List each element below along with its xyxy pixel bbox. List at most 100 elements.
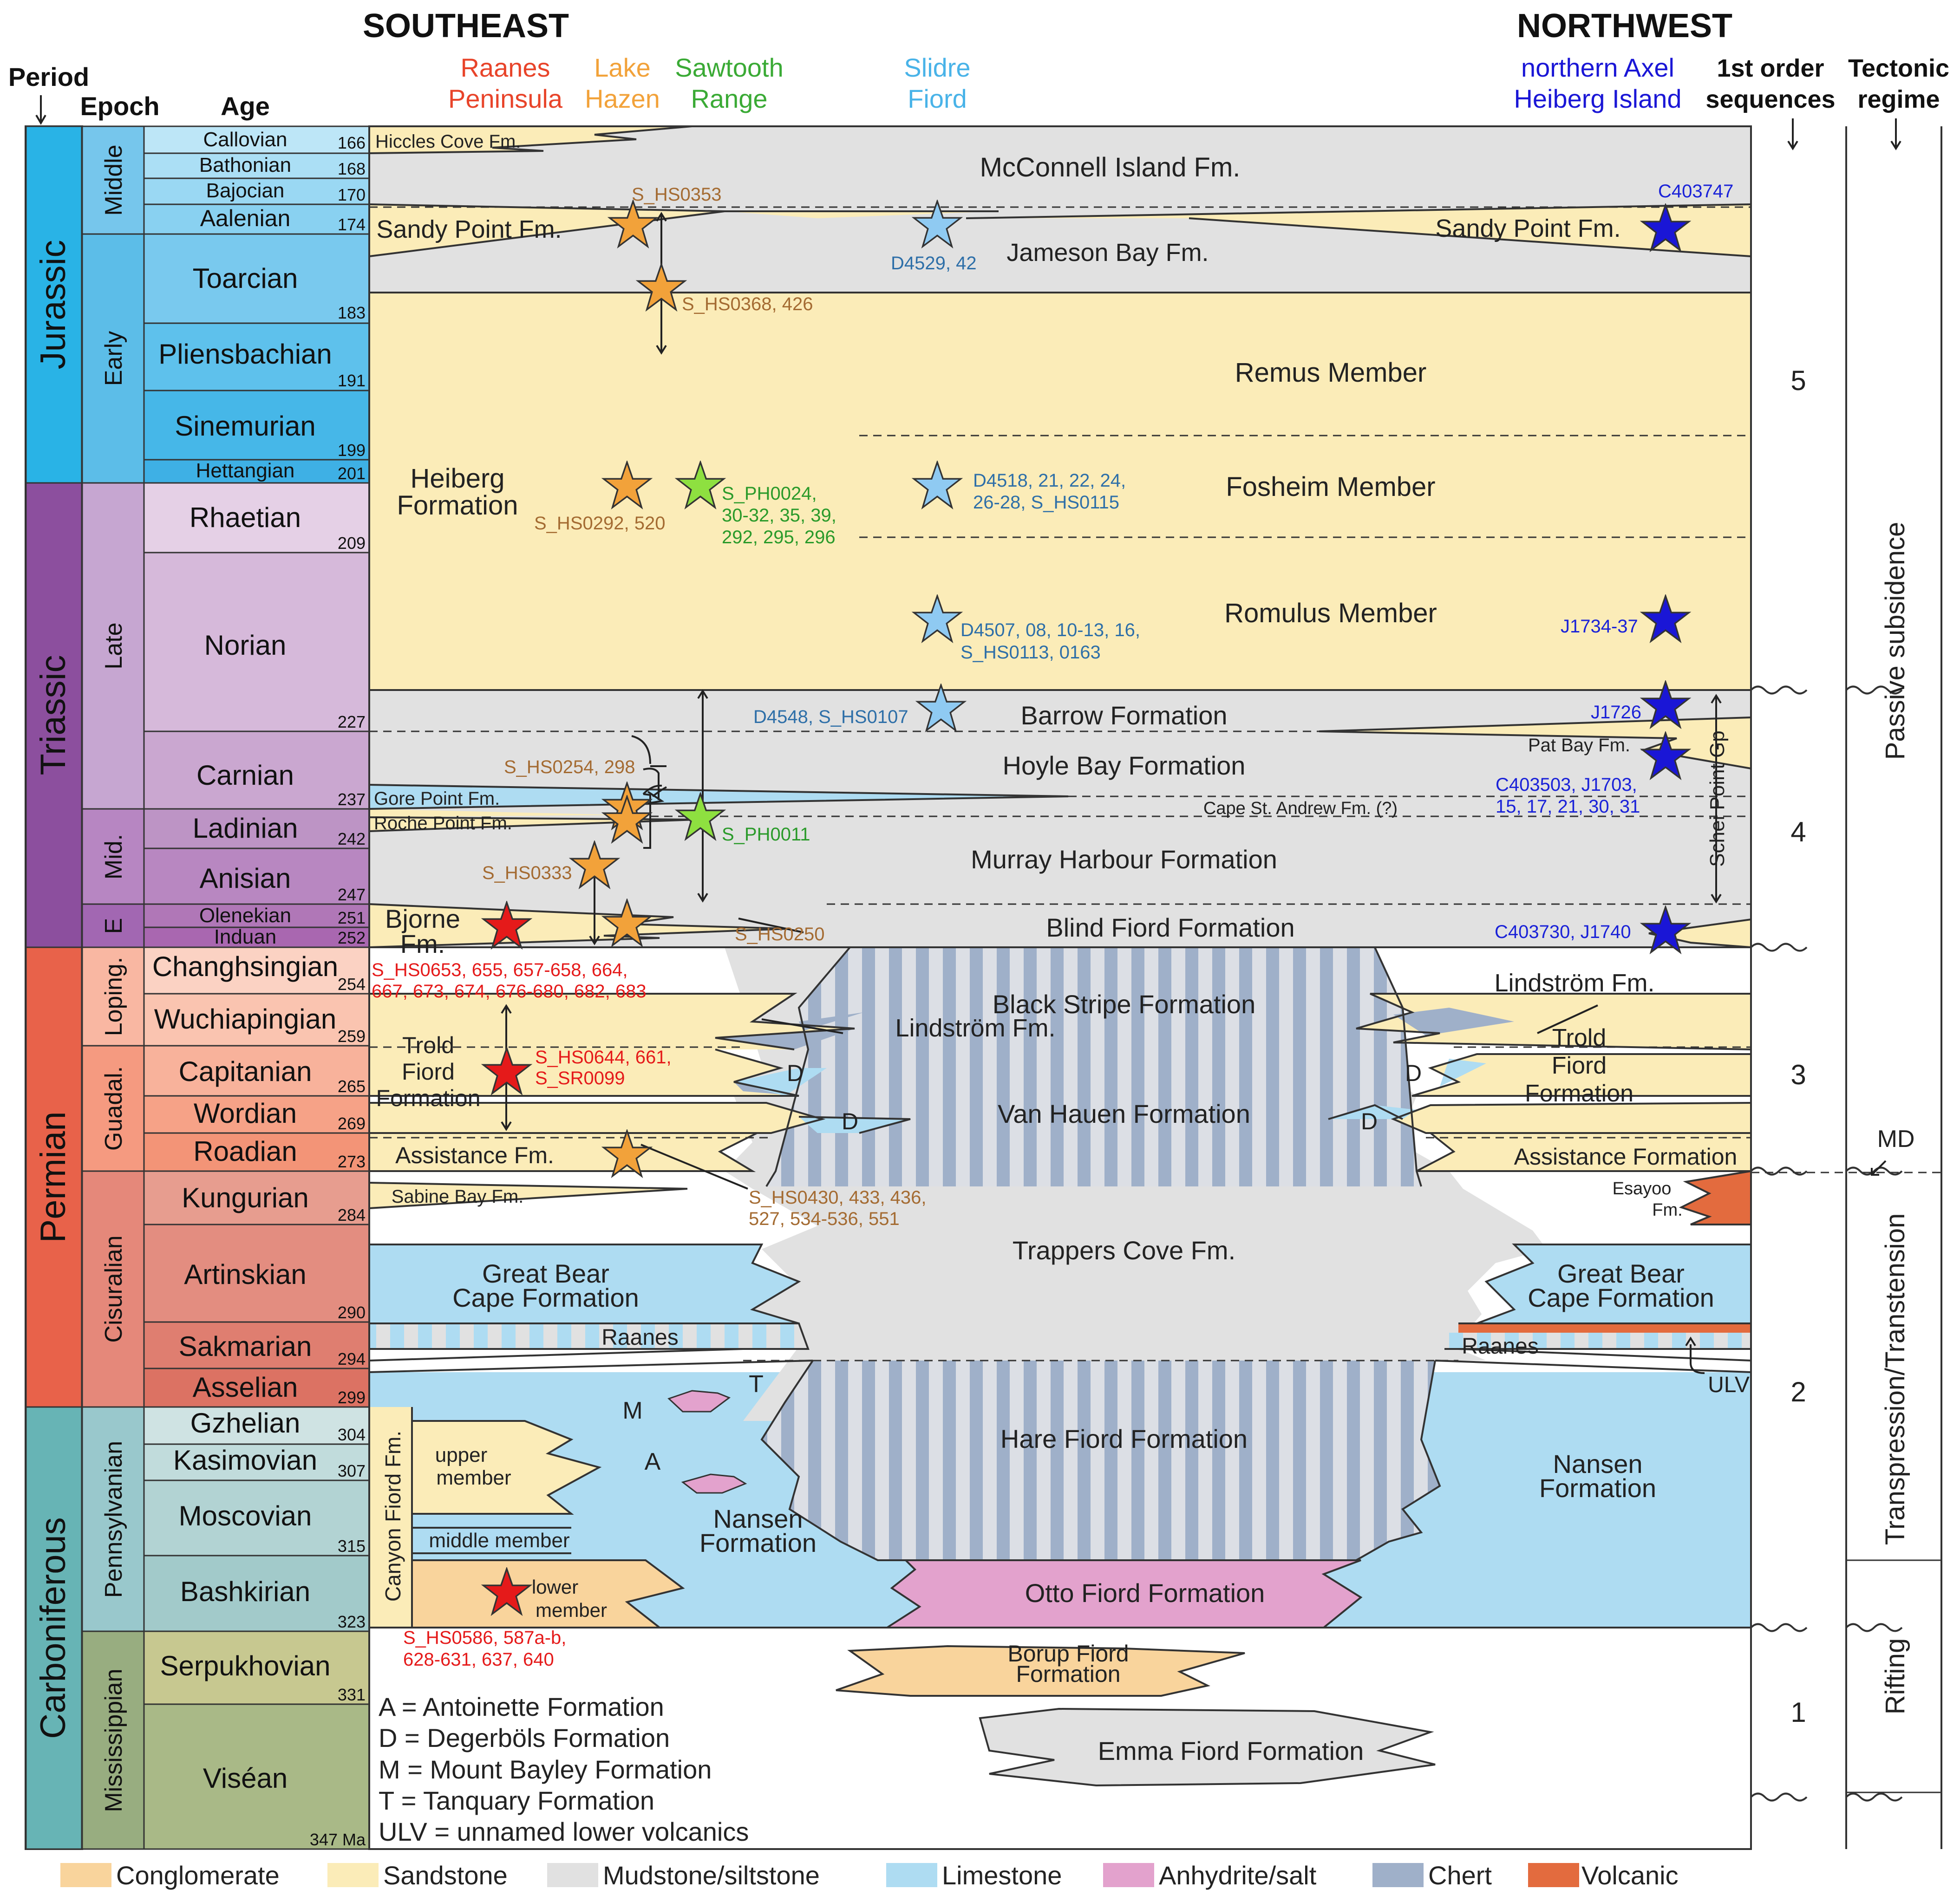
age-number: 183 xyxy=(338,303,366,322)
formation-label: Fosheim Member xyxy=(1226,472,1435,502)
age-label: Hettangian xyxy=(196,459,295,482)
formation-label: McConnell Island Fm. xyxy=(980,152,1241,182)
age-label: Changhsingian xyxy=(152,951,338,982)
formation-label: Otto Fiord Formation xyxy=(1025,1578,1265,1608)
period-carboniferous xyxy=(25,1406,83,1850)
formation-label: Hiccles Cove Fm. xyxy=(375,131,521,152)
age-label: Capitanian xyxy=(179,1056,312,1087)
correlation-panel xyxy=(368,125,1941,1850)
formation-label: Esayoo xyxy=(1613,1179,1672,1199)
age-number: 166 xyxy=(338,133,366,152)
age-number: 304 xyxy=(338,1425,366,1444)
age-number: 284 xyxy=(338,1205,366,1225)
formation-label: Hoyle Bay Formation xyxy=(1003,751,1246,780)
sample-label: 30-32, 35, 39, xyxy=(722,505,836,526)
age-number: 331 xyxy=(338,1685,366,1704)
formation-label: middle member xyxy=(429,1529,569,1552)
sequences-header-2: sequences xyxy=(1705,85,1835,113)
age-label: Rhaetian xyxy=(189,502,301,533)
epoch-label: Early xyxy=(100,331,127,386)
formation-label: member xyxy=(536,1599,607,1621)
sample-label: S_HS0254, 298 xyxy=(504,757,635,777)
age-label: Olenekian xyxy=(199,904,291,927)
age-label: Callovian xyxy=(203,128,287,151)
sample-label: D4518, 21, 22, 24, xyxy=(973,470,1126,491)
sample-label: 26-28, S_HS0115 xyxy=(973,492,1119,513)
age-number: 237 xyxy=(338,790,366,809)
age-number: 269 xyxy=(338,1114,366,1133)
formation-label: Jameson Bay Fm. xyxy=(1006,239,1209,267)
formation-label: Great Bear xyxy=(482,1259,609,1288)
legend-label: Sandstone xyxy=(383,1861,508,1890)
tectonic-regime: Transpression/Transtension xyxy=(1880,1213,1910,1545)
age-number: 201 xyxy=(338,464,366,483)
sample-label: S_PH0024, xyxy=(722,483,817,504)
formation-label: Black Stripe Formation xyxy=(993,990,1255,1019)
age-label: Roadian xyxy=(193,1136,297,1167)
formation-label: Van Hauen Formation xyxy=(998,1099,1250,1128)
abbreviation-line: T = Tanquary Formation xyxy=(379,1786,654,1815)
legend-swatch-conglomerate xyxy=(60,1863,111,1887)
formation-label: lower xyxy=(532,1576,578,1598)
period-label: Carboniferous xyxy=(33,1517,73,1739)
age-label: Ladinian xyxy=(193,813,298,844)
age-number: 290 xyxy=(338,1303,366,1322)
abbreviation-line: M = Mount Bayley Formation xyxy=(379,1755,712,1784)
epoch-label: Loping. xyxy=(100,957,127,1036)
period-label: Jurassic xyxy=(33,240,73,370)
sample-label: S_HS0250 xyxy=(735,924,824,944)
formation-label: Canyon Fiord Fm. xyxy=(381,1431,405,1602)
tectonic-labels: Passive subsidence Transpression/Transte… xyxy=(1880,522,1910,1715)
antoinette-label: A xyxy=(645,1448,661,1475)
age-boxes xyxy=(143,125,370,1850)
degerbols-label: D xyxy=(1361,1108,1378,1134)
sequence-number: 4 xyxy=(1790,816,1806,847)
formation-label: Lindström Fm. xyxy=(1494,969,1654,997)
age-number: 299 xyxy=(338,1388,366,1407)
sample-range-arrows xyxy=(501,212,1705,1374)
formation-label: Fiord xyxy=(1552,1052,1607,1079)
formation-label: Fm. xyxy=(1652,1200,1682,1220)
age-number: 307 xyxy=(338,1461,366,1480)
mount-bayley-hex xyxy=(667,1390,731,1413)
sequences-header: 1st order xyxy=(1717,54,1824,82)
raanes-header: Raanes xyxy=(460,53,550,82)
sample-label: S_HS0353 xyxy=(632,184,721,205)
tectonic-header-2: regime xyxy=(1857,85,1940,113)
sample-label: S_HS0644, 661, xyxy=(535,1047,672,1068)
tectonic-regime: Rifting xyxy=(1880,1638,1910,1714)
epoch-label: Late xyxy=(100,622,127,669)
formation-label: Trold xyxy=(402,1032,454,1058)
formation-label: Formation xyxy=(376,1085,480,1111)
formation-label: Emma Fiord Formation xyxy=(1098,1736,1364,1765)
formation-labels: Hiccles Cove Fm. McConnell Island Fm. Sa… xyxy=(374,131,1914,1765)
age-label: Serpukhovian xyxy=(160,1650,331,1681)
age-number: 259 xyxy=(338,1027,366,1046)
age-number: 323 xyxy=(338,1612,366,1631)
formation-label: Heiberg xyxy=(410,463,504,494)
sequence-number: 5 xyxy=(1790,365,1806,396)
sample-label: S_HS0368, 426 xyxy=(682,294,813,314)
sequence-labels: 5 4 3 2 1 xyxy=(1790,365,1806,1728)
period-triassic xyxy=(25,482,83,948)
age-label: Bajocian xyxy=(206,179,285,202)
age-label: Induan xyxy=(214,925,277,948)
formation-label: Sandy Point Fm. xyxy=(376,215,562,243)
age-label: Moscovian xyxy=(179,1500,312,1531)
age-label: Wuchiapingian xyxy=(154,1003,337,1035)
slidre-header: Slidre xyxy=(904,53,970,82)
age-number: 191 xyxy=(338,371,366,390)
legend-label: Limestone xyxy=(942,1861,1062,1890)
age-number: 247 xyxy=(338,885,366,904)
formation-label: Schei Point Gp xyxy=(1706,730,1729,867)
age-label: Sakmarian xyxy=(179,1331,312,1362)
formation-label: upper xyxy=(435,1444,488,1466)
age-number: 209 xyxy=(338,534,366,553)
age-label: Pliensbachian xyxy=(158,339,332,370)
degerbols-label: D xyxy=(842,1108,858,1134)
legend-label: Chert xyxy=(1428,1861,1492,1890)
formation-label: Formation xyxy=(1539,1473,1656,1503)
tanquary-label: T xyxy=(749,1371,764,1398)
abbreviation-line: A = Antoinette Formation xyxy=(379,1692,664,1721)
formation-label: Romulus Member xyxy=(1224,598,1437,628)
